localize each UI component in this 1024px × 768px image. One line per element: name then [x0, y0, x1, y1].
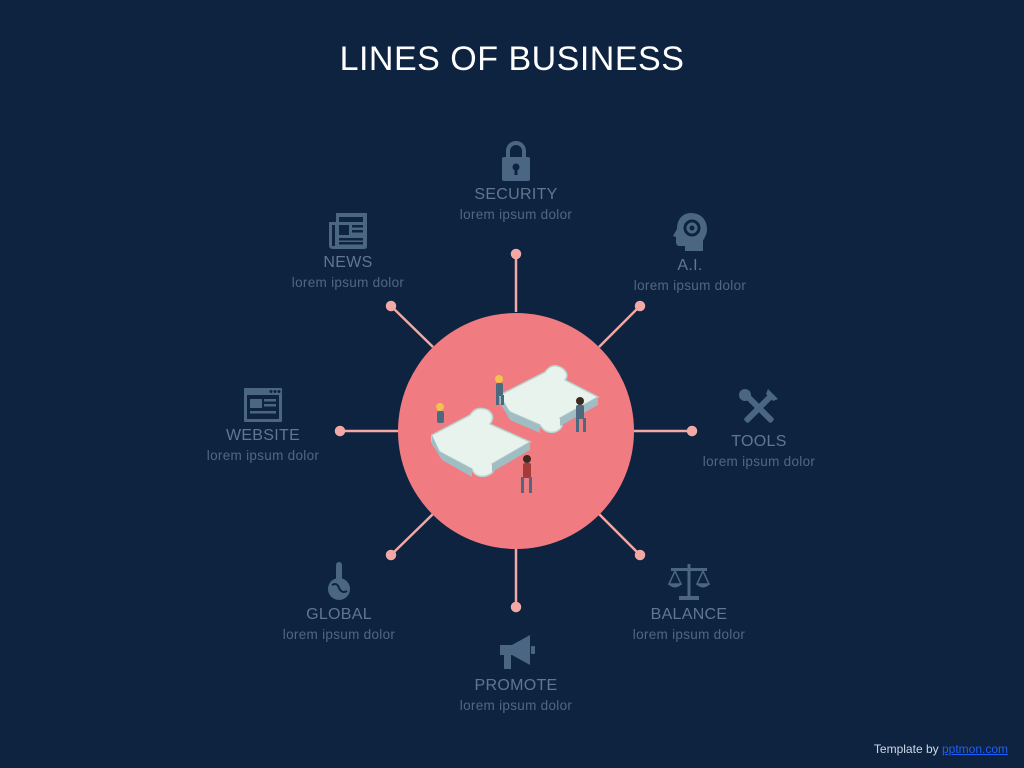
- node-caption: lorem ipsum dolor: [282, 627, 396, 642]
- template-credit: Template by pptmon.com: [874, 742, 1008, 756]
- node-global: GLOBAL lorem ipsum dolor: [249, 560, 429, 642]
- connector-dot-global: [385, 549, 397, 561]
- node-caption: lorem ipsum dolor: [459, 207, 573, 222]
- node-promote: PROMOTE lorem ipsum dolor: [426, 631, 606, 713]
- node-balance: BALANCE lorem ipsum dolor: [599, 560, 779, 642]
- credit-link[interactable]: pptmon.com: [941, 742, 1008, 756]
- node-security: SECURITY lorem ipsum dolor: [426, 140, 606, 222]
- node-label: SECURITY: [474, 186, 558, 203]
- node-label: A.I.: [677, 257, 703, 274]
- node-website: WEBSITE lorem ipsum dolor: [173, 387, 353, 463]
- hub-circle: [398, 313, 634, 549]
- scales-icon: [667, 564, 711, 600]
- node-label: BALANCE: [650, 606, 728, 623]
- node-caption: lorem ipsum dolor: [459, 698, 573, 713]
- lock-icon: [502, 141, 530, 181]
- puzzle-teamwork-illustration: [430, 365, 600, 493]
- head-gear-icon: [673, 213, 707, 251]
- newspaper-icon: [329, 213, 367, 249]
- node-caption: lorem ipsum dolor: [291, 275, 405, 290]
- node-news: NEWS lorem ipsum dolor: [258, 212, 438, 290]
- connector-global: [390, 513, 434, 556]
- connector-dot-tools: [686, 425, 698, 437]
- slide-title: LINES OF BUSINESS: [339, 40, 685, 78]
- tools-icon: [739, 389, 778, 423]
- connector-dot-balance: [634, 549, 646, 561]
- node-caption: lorem ipsum dolor: [632, 627, 746, 642]
- connector-news: [390, 305, 434, 348]
- browser-window-icon: [244, 388, 282, 422]
- node-tools: TOOLS lorem ipsum dolor: [669, 387, 849, 469]
- node-caption: lorem ipsum dolor: [633, 278, 747, 293]
- connector-dot-security: [510, 248, 522, 260]
- node-caption: lorem ipsum dolor: [206, 448, 320, 463]
- node-caption: lorem ipsum dolor: [702, 454, 816, 469]
- connector-dot-promote: [510, 601, 522, 613]
- node-label: WEBSITE: [225, 427, 301, 444]
- node-label: GLOBAL: [306, 606, 372, 623]
- credit-prefix: Template by: [873, 742, 942, 756]
- connector-balance: [598, 513, 641, 556]
- node-label: NEWS: [323, 254, 373, 271]
- connector-dot-website: [334, 425, 346, 437]
- globe-icon: [328, 562, 350, 600]
- connector-ai: [598, 305, 641, 348]
- node-label: TOOLS: [731, 433, 787, 450]
- connector-dot-ai: [634, 300, 646, 312]
- node-ai: A.I. lorem ipsum dolor: [600, 211, 780, 293]
- node-label: PROMOTE: [474, 677, 558, 694]
- connector-dot-news: [385, 300, 397, 312]
- megaphone-icon: [500, 635, 535, 669]
